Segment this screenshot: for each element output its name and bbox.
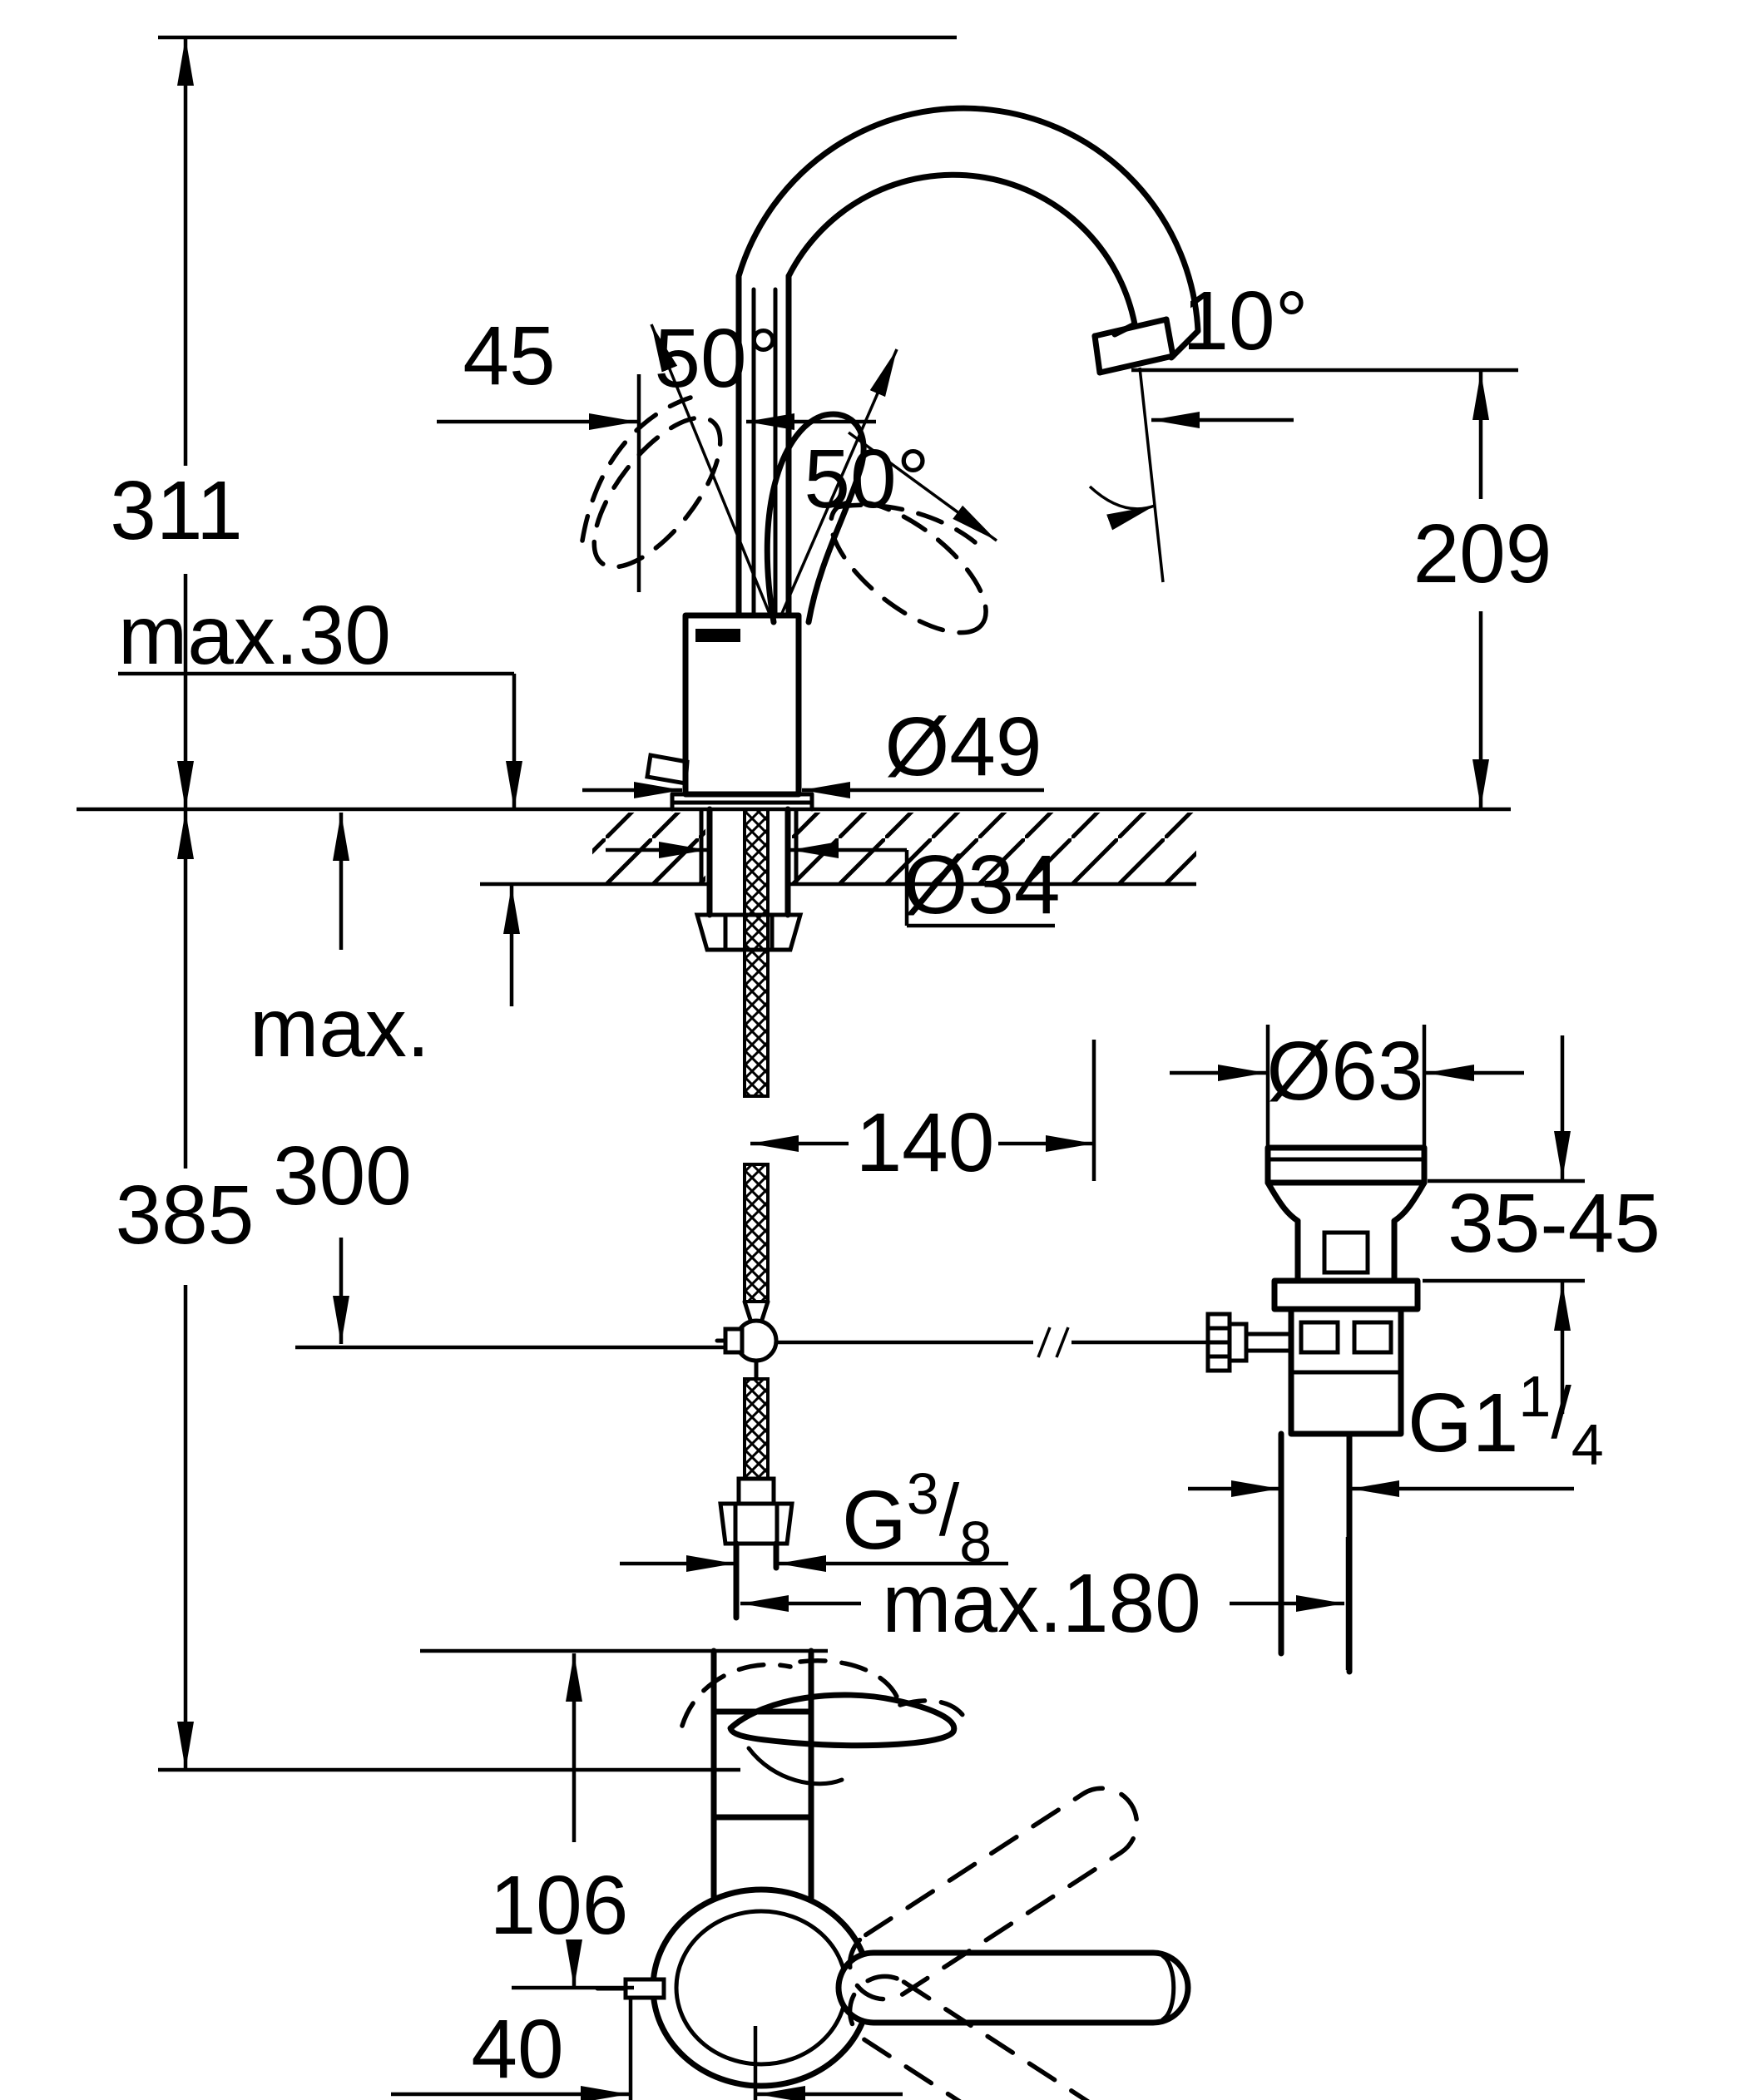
label-dia34: Ø34 (903, 838, 1060, 931)
body-side-pin (645, 753, 690, 786)
label-10: 10° (1182, 274, 1308, 368)
pop-up-rod (715, 1318, 1208, 1381)
waste-body (1265, 1144, 1428, 1675)
lever-top-solid (727, 1692, 958, 1749)
label-50-right: 50° (804, 432, 929, 526)
label-140: 140 (856, 1096, 995, 1189)
lever-top-dashed-c (898, 1698, 969, 1724)
label-35-45: 35-45 (1448, 1177, 1660, 1270)
angle-10: 10° (1088, 274, 1309, 583)
label-106: 106 (490, 1859, 629, 1952)
swivel-arc-left-dashed (580, 395, 693, 543)
lever-top-dashed-b (798, 1658, 899, 1699)
label-50-left: 50° (654, 312, 779, 405)
outlet-axis-line (1138, 367, 1165, 583)
hose-end-fitting (736, 1476, 776, 1506)
dimension-max30: max.30 (118, 589, 522, 1006)
label-dia63: Ø63 (1266, 1025, 1423, 1118)
label-311: 311 (110, 464, 242, 557)
top-view-faucet (595, 1648, 1191, 2100)
drain-assembly-view: Ø63 35-45 G11/4 (1170, 1025, 1660, 1675)
hose-nut (718, 1501, 794, 1546)
label-max180: max.180 (882, 1557, 1201, 1650)
escutcheon-inner (674, 1909, 849, 2067)
aerator (1091, 316, 1176, 376)
label-40: 40 (471, 2003, 563, 2096)
label-max30: max.30 (118, 589, 391, 682)
label-g38: G3/8 (842, 1461, 992, 1574)
lever-position-left-dashed (591, 415, 723, 570)
dimension-35-45: 35-45 (1423, 1035, 1660, 1414)
body-index-mark (695, 629, 740, 642)
label-385: 385 (116, 1169, 255, 1262)
dimension-311: 311 (110, 37, 243, 809)
dimension-dia34: Ø34 (606, 838, 1061, 931)
handle-bar-solid (835, 1949, 1191, 2026)
dimension-max300: max. 300 (250, 813, 728, 1350)
lever-position-right-dashed (829, 499, 988, 635)
dimension-45: 45 (437, 309, 876, 592)
angle-50-right: 50° (779, 348, 998, 618)
angle-50-left: 50° (650, 312, 780, 615)
dimension-g38: G3/8 (620, 1461, 1008, 1574)
top-view: 106 40 (391, 1648, 1191, 2100)
label-209: 209 (1413, 507, 1552, 600)
front-view: 50° 50° 10° 311 385 max.30 (77, 35, 1552, 1772)
dimension-140: 140 (750, 1040, 1096, 1189)
lever-top-dashed-a (680, 1662, 793, 1728)
dimension-max180: max.180 (740, 1537, 1350, 1670)
counter-section-hatch-right (792, 813, 1196, 882)
handle-bar-dashed-up (847, 1786, 1140, 2002)
label-45: 45 (463, 309, 555, 403)
dimension-106: 106 (490, 1653, 634, 1990)
dimension-g114: G11/4 (1188, 1364, 1604, 1497)
faucet-body (645, 612, 814, 812)
rod-adjuster-knob (1205, 1312, 1294, 1373)
dimension-209: 209 (1413, 372, 1552, 808)
counter-section-hatch-left (592, 813, 705, 882)
supply-hose (718, 808, 794, 1621)
label-300: 300 (273, 1129, 412, 1223)
label-dia49: Ø49 (884, 700, 1042, 793)
dimension-40: 40 (391, 1999, 903, 2100)
label-g114: G11/4 (1408, 1364, 1604, 1477)
dimension-385: 385 (116, 811, 255, 1770)
dimension-dia49: Ø49 (582, 700, 1044, 798)
label-max: max. (250, 981, 430, 1075)
handle-bar-dashed-down (847, 1974, 1140, 2100)
dimension-dia63: Ø63 (1170, 1025, 1524, 1146)
